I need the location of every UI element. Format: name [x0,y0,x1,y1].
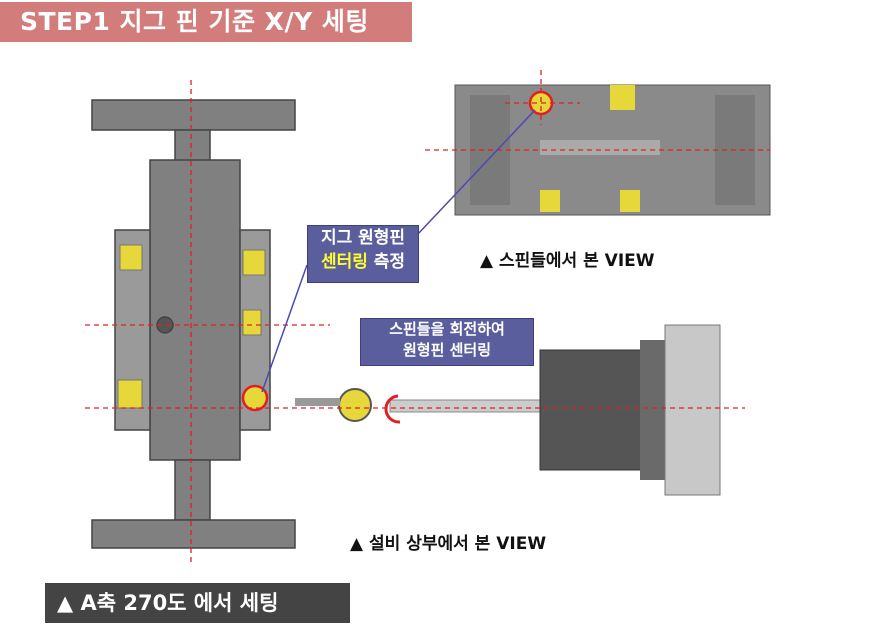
step-title: STEP1 지그 핀 기준 X/Y 세팅 [0,2,412,42]
top-view-label: ▲ 설비 상부에서 본 VIEW [350,534,547,554]
callout-line1: 지그 원형핀 [320,228,406,248]
spindle-view-label: ▲ 스핀들에서 본 VIEW [480,251,655,271]
a-axis-setting-label: ▲ A축 270도 에서 세팅 [45,583,350,623]
yellow-clamps [117,244,266,409]
jig-fixture [91,99,296,549]
jig-pin-callout: 지그 원형핀 센터링 측정 [307,225,419,283]
callout-leaders [261,109,536,393]
callout-line2: 측정 [367,252,406,272]
callout-highlight: 센터링 [320,252,368,272]
callout-line2: 원형핀 센터링 [402,341,492,359]
center-guide-lines [85,70,770,565]
spindle-assembly [295,324,721,496]
spindle-rotate-callout: 스핀들을 회전하여 원형핀 센터링 [360,318,534,366]
jig-pin-highlight [241,384,269,412]
callout-line1: 스핀들을 회전하여 [389,320,505,338]
